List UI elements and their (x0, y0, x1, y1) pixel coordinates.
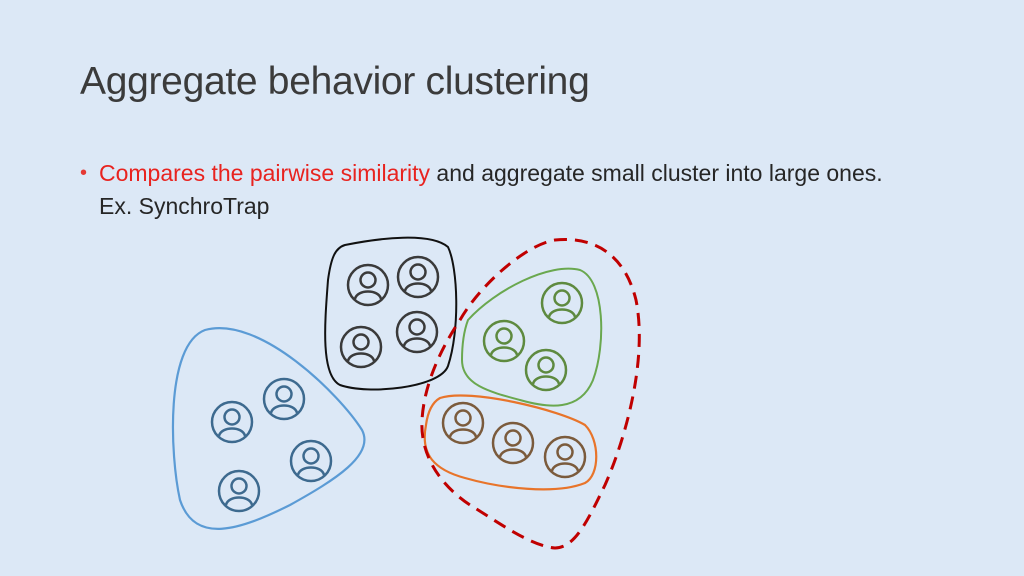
user-icon (441, 401, 485, 445)
user-icon (524, 348, 568, 392)
user-icon (346, 263, 390, 307)
orange-cluster-outline (423, 394, 598, 491)
user-icon (289, 439, 333, 483)
user-icon (210, 400, 254, 444)
user-icon (339, 325, 383, 369)
blue-cluster-outline (171, 327, 366, 530)
user-icon (482, 319, 526, 363)
user-icon (543, 435, 587, 479)
bullet-point: • Compares the pairwise similarity and a… (80, 157, 900, 223)
user-icon (540, 281, 584, 325)
user-icon (491, 421, 535, 465)
user-icon (217, 469, 261, 513)
green-cluster-outline (460, 267, 603, 407)
merged-cluster-outline (420, 237, 641, 550)
user-icon (395, 310, 439, 354)
user-icon (262, 377, 306, 421)
bullet-text: Compares the pairwise similarity and agg… (99, 157, 900, 223)
user-icon (396, 255, 440, 299)
bullet-highlight: Compares the pairwise similarity (99, 160, 431, 186)
bullet-dot-icon: • (80, 162, 88, 184)
slide-title: Aggregate behavior clustering (80, 60, 590, 103)
bullet-rest: and aggregate small cluster into large o… (99, 160, 883, 219)
black-cluster-outline (324, 236, 458, 391)
